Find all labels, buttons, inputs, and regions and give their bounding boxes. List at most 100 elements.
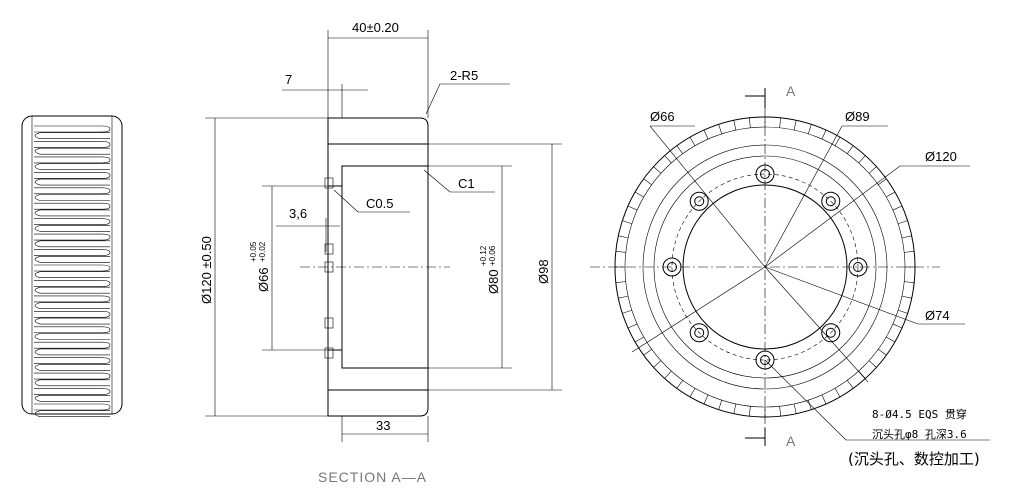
front-tooth bbox=[898, 309, 908, 314]
section-upper-outer-band bbox=[327, 117, 429, 145]
side-tooth-gap bbox=[34, 410, 110, 418]
side-tooth bbox=[34, 388, 111, 395]
side-tooth bbox=[34, 125, 111, 133]
front-tooth bbox=[618, 235, 629, 239]
circle-dia74-pitch bbox=[671, 173, 859, 361]
counterbore-circle bbox=[821, 191, 841, 211]
dim-dia66-tol-upper: +0.05 bbox=[249, 241, 258, 262]
front-tooth bbox=[653, 360, 662, 368]
side-tooth-gap bbox=[34, 178, 110, 186]
hole-note-line3: (沉头孔、数控加工) bbox=[848, 450, 980, 468]
counterbore-circle bbox=[821, 323, 841, 343]
side-tooth bbox=[34, 187, 111, 195]
front-view: A A Ø66 Ø89 Ø120 Ø74 8-Ø4.5 EQS 贯穿 沉头孔φ8… bbox=[590, 83, 990, 468]
side-tooth-gap bbox=[34, 302, 110, 309]
front-tooth bbox=[821, 129, 827, 140]
dim-dia80-section: Ø80 bbox=[486, 269, 501, 294]
side-tooth-gap bbox=[34, 333, 110, 340]
cut-label-bottom: A bbox=[786, 433, 796, 449]
front-tooth bbox=[834, 136, 841, 146]
side-tooth-gap bbox=[34, 209, 110, 217]
front-tooth bbox=[689, 388, 696, 398]
side-view-toothed-wheel bbox=[21, 115, 123, 418]
front-tooth bbox=[733, 120, 737, 131]
front-tooth bbox=[878, 349, 887, 356]
side-tooth-gap bbox=[34, 364, 110, 371]
side-tooth bbox=[34, 264, 111, 272]
front-view-teeth bbox=[615, 117, 915, 417]
front-tooth bbox=[703, 394, 709, 405]
dim-dia66-front: Ø66 bbox=[650, 109, 675, 124]
through-hole-circle bbox=[825, 327, 836, 338]
front-tooth bbox=[615, 251, 626, 253]
side-tooth bbox=[34, 141, 111, 148]
section-caption: SECTION A—A bbox=[318, 469, 427, 485]
side-tooth-gap bbox=[34, 147, 110, 155]
front-tooth bbox=[858, 370, 866, 379]
side-tooth-gap bbox=[34, 317, 110, 325]
front-tooth bbox=[807, 124, 812, 134]
front-tooth bbox=[858, 155, 866, 164]
front-tooth bbox=[703, 129, 709, 140]
dim-width-total: 40±0.20 bbox=[352, 20, 399, 35]
section-upper-inner-band bbox=[327, 143, 429, 187]
dim-dia120-section: Ø120 ±0.50 bbox=[199, 236, 214, 304]
front-tooth bbox=[779, 117, 781, 128]
side-tooth-gap bbox=[34, 240, 110, 248]
front-tooth bbox=[886, 191, 896, 198]
front-tooth bbox=[689, 136, 696, 146]
section-lower-outer-band bbox=[327, 389, 429, 417]
side-tooth bbox=[34, 280, 111, 287]
front-tooth bbox=[622, 309, 632, 314]
dim-dia98-section: Ø98 bbox=[536, 259, 551, 284]
front-tooth bbox=[634, 336, 644, 343]
side-tooth bbox=[34, 403, 111, 411]
section-lower-inner-band bbox=[327, 349, 429, 391]
front-tooth bbox=[821, 394, 827, 405]
through-hole-circle bbox=[825, 196, 836, 207]
front-tooth bbox=[749, 117, 751, 128]
front-tooth bbox=[676, 380, 683, 389]
side-view-teeth bbox=[34, 125, 111, 418]
front-tooth bbox=[901, 295, 912, 299]
front-tooth bbox=[627, 323, 638, 329]
dim-chamfer-c1: C1 bbox=[458, 176, 475, 191]
side-tooth-gap bbox=[34, 271, 110, 279]
front-tooth bbox=[622, 220, 632, 225]
dim-chamfer-c05: C0.5 bbox=[366, 196, 393, 211]
front-tooth bbox=[901, 235, 912, 239]
front-tooth bbox=[627, 205, 638, 211]
front-tooth bbox=[618, 295, 629, 299]
front-tooth bbox=[904, 251, 915, 253]
front-tooth bbox=[615, 281, 626, 283]
side-tooth bbox=[34, 326, 111, 334]
through-hole-circle bbox=[694, 196, 705, 207]
hole-note-line1: 8-Ø4.5 EQS 贯穿 bbox=[872, 407, 967, 421]
side-tooth-gap bbox=[34, 132, 110, 140]
side-tooth-gap bbox=[34, 225, 110, 232]
front-tooth bbox=[793, 120, 797, 131]
front-tooth bbox=[868, 360, 877, 368]
counterbore-5 bbox=[324, 347, 334, 359]
front-tooth bbox=[807, 400, 812, 410]
front-tooth bbox=[847, 145, 854, 154]
dim-dia80-tol-lower: +0.06 bbox=[488, 245, 497, 266]
front-tooth bbox=[779, 406, 781, 417]
front-tooth bbox=[643, 178, 652, 185]
side-tooth bbox=[34, 249, 111, 256]
section-view: 40±0.20 7 2-R5 C1 C0.5 3,6 Ø120 ±0.50 Ø6… bbox=[199, 20, 562, 485]
hole-note-line2: 沉头孔φ8 孔深3.6 bbox=[872, 428, 967, 441]
front-tooth bbox=[878, 178, 887, 185]
cut-label-top: A bbox=[786, 83, 796, 99]
side-view-outline bbox=[21, 115, 123, 415]
front-tooth bbox=[898, 220, 908, 225]
front-tooth bbox=[676, 145, 683, 154]
side-tooth bbox=[34, 295, 111, 303]
side-tooth bbox=[34, 218, 111, 225]
front-tooth bbox=[892, 205, 903, 211]
dim-width-bottom: 33 bbox=[376, 418, 390, 433]
side-tooth bbox=[34, 341, 111, 349]
dim-recess: 3,6 bbox=[289, 206, 307, 221]
counterbore-circle bbox=[689, 191, 709, 211]
